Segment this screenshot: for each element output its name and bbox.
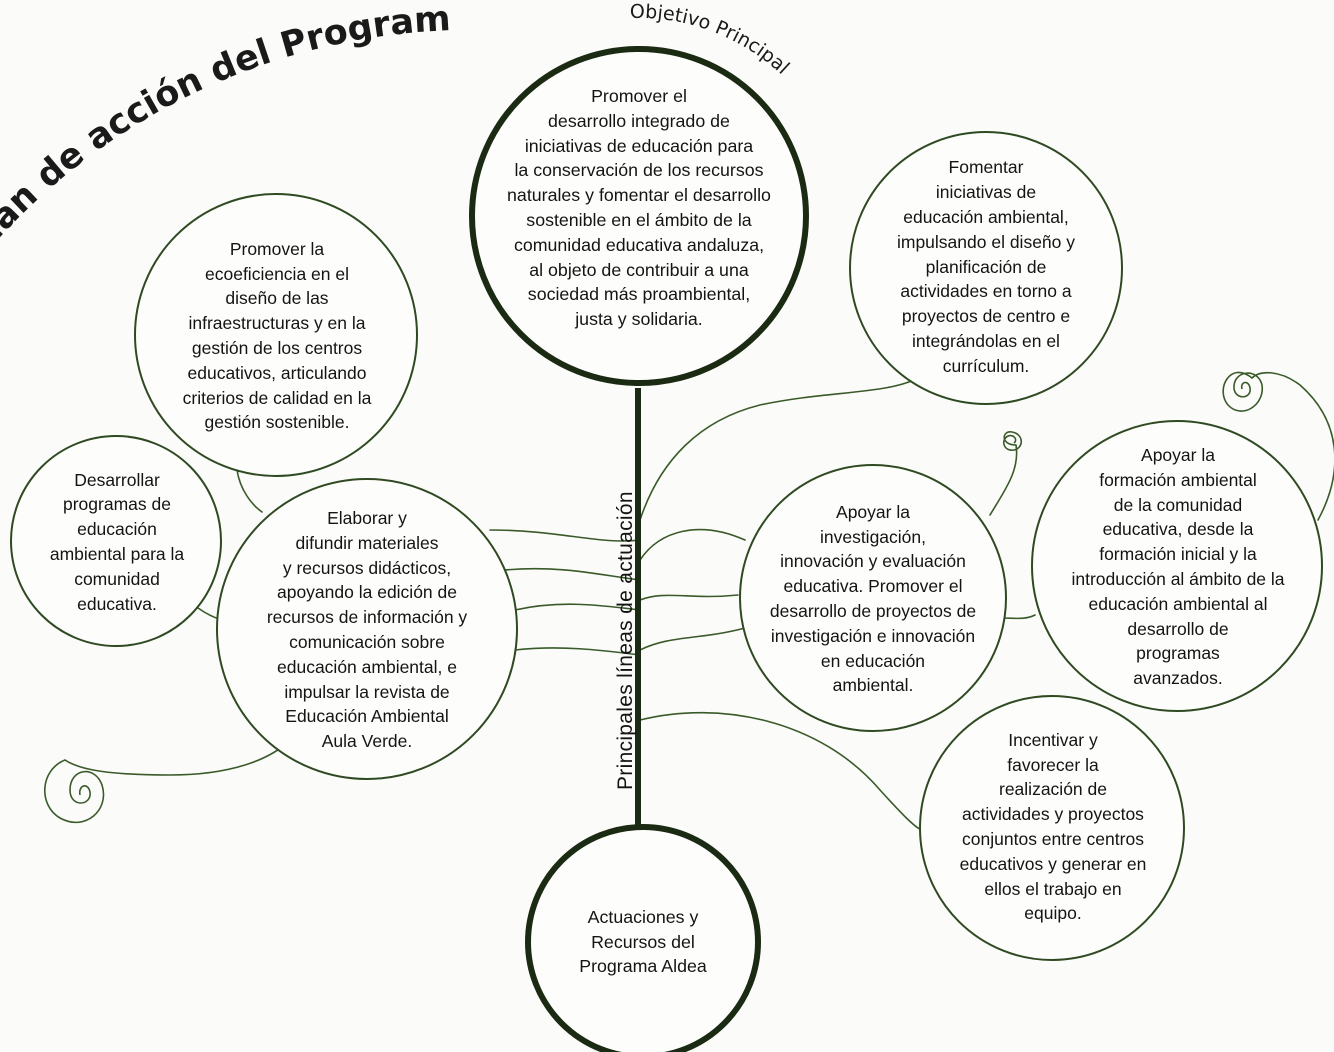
root-text: Actuaciones y Recursos del Programa Alde… [579,906,707,977]
branch-materiales-curl [64,739,291,776]
circle-root [525,824,761,1052]
branch-to-materiales-3 [514,603,641,611]
spiral-left-icon [44,759,105,824]
branch-to-cooperacion [639,711,923,831]
line-ecoeficiencia-text: Promover la ecoeficiencia en el diseño d… [182,238,372,433]
line-investigacion-text: Apoyar la investigación, innovación y ev… [769,501,977,696]
objective-text: Promover el desarrollo integrado de inic… [507,86,771,330]
branch-formacion-curl [1251,371,1334,521]
line-cooperacion-text: Incentivar y favorecer la realización de… [959,729,1147,924]
branch-to-investigacion [639,528,746,561]
axis-label: Principales líneas de actuación [614,491,637,790]
circle-cooperacion [919,695,1185,961]
branch-to-materiales-2 [504,567,641,581]
circle-formacion [1031,420,1323,712]
line-programas-text: Desarrollar programas de educación ambie… [49,469,185,614]
branch-to-investigacion-3 [639,627,746,651]
spiral-top-right-icon [1222,371,1263,412]
spiral-mid-right-icon [1002,431,1023,451]
circle-materiales [216,478,518,780]
branch-to-materiales-1 [489,529,641,542]
line-iniciativas-text: Fomentar iniciativas de educación ambien… [896,157,1076,376]
branch-to-investigacion-2 [639,594,739,601]
branch-to-iniciativas [639,375,923,521]
circle-programas [10,435,222,647]
circle-iniciativas [849,131,1123,405]
branch-to-materiales-4 [514,647,641,656]
circle-ecoeficiencia [134,193,418,477]
circle-investigacion [739,464,1007,732]
circle-objective [469,46,809,386]
branch-investigacion-curl [989,444,1018,516]
line-materiales-text: Elaborar y difundir materiales y recurso… [266,508,468,752]
line-formacion-text: Apoyar la formación ambiental de la comu… [1071,445,1285,689]
branch-ecoeficiencia-to-materiales [236,469,263,513]
